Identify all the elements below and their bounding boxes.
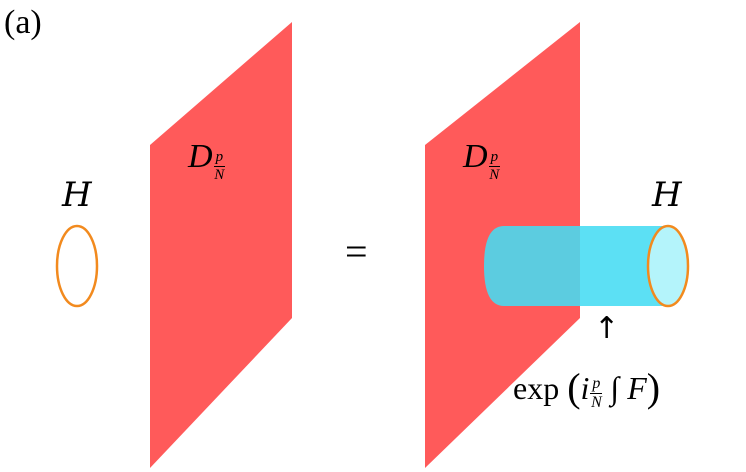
up-arrow-icon: ↑ xyxy=(594,311,620,346)
fraction-denominator: N xyxy=(214,166,225,183)
exp-function: exp xyxy=(513,370,560,406)
wilson-line-label-left: H xyxy=(62,175,92,215)
defect-symbol: D xyxy=(188,138,213,175)
tube-body xyxy=(484,226,668,306)
integral-sign: ∫ xyxy=(610,370,620,406)
fraction-bar xyxy=(488,165,501,167)
imaginary-unit: i xyxy=(580,370,590,406)
tube-end-cap xyxy=(648,226,688,306)
equals-sign: = xyxy=(345,229,368,274)
fraction-numerator: p xyxy=(592,375,601,393)
fraction-numerator: p xyxy=(215,148,224,165)
panel-label: (a) xyxy=(4,4,42,41)
fraction-bar xyxy=(590,393,603,395)
defect-symbol: D xyxy=(463,138,488,175)
wilson-line-label-right: H xyxy=(652,175,682,215)
fraction-denominator: N xyxy=(591,394,602,412)
wilson-line-left xyxy=(55,224,99,308)
close-paren: ) xyxy=(646,365,661,410)
wilson-line-right xyxy=(646,224,690,308)
open-paren: ( xyxy=(567,365,581,410)
fraction-denominator: N xyxy=(489,166,500,183)
field-strength: F xyxy=(627,370,647,406)
fraction-bar xyxy=(213,165,226,167)
defect-plane-left xyxy=(150,22,292,468)
fraction-numerator: p xyxy=(490,148,499,165)
